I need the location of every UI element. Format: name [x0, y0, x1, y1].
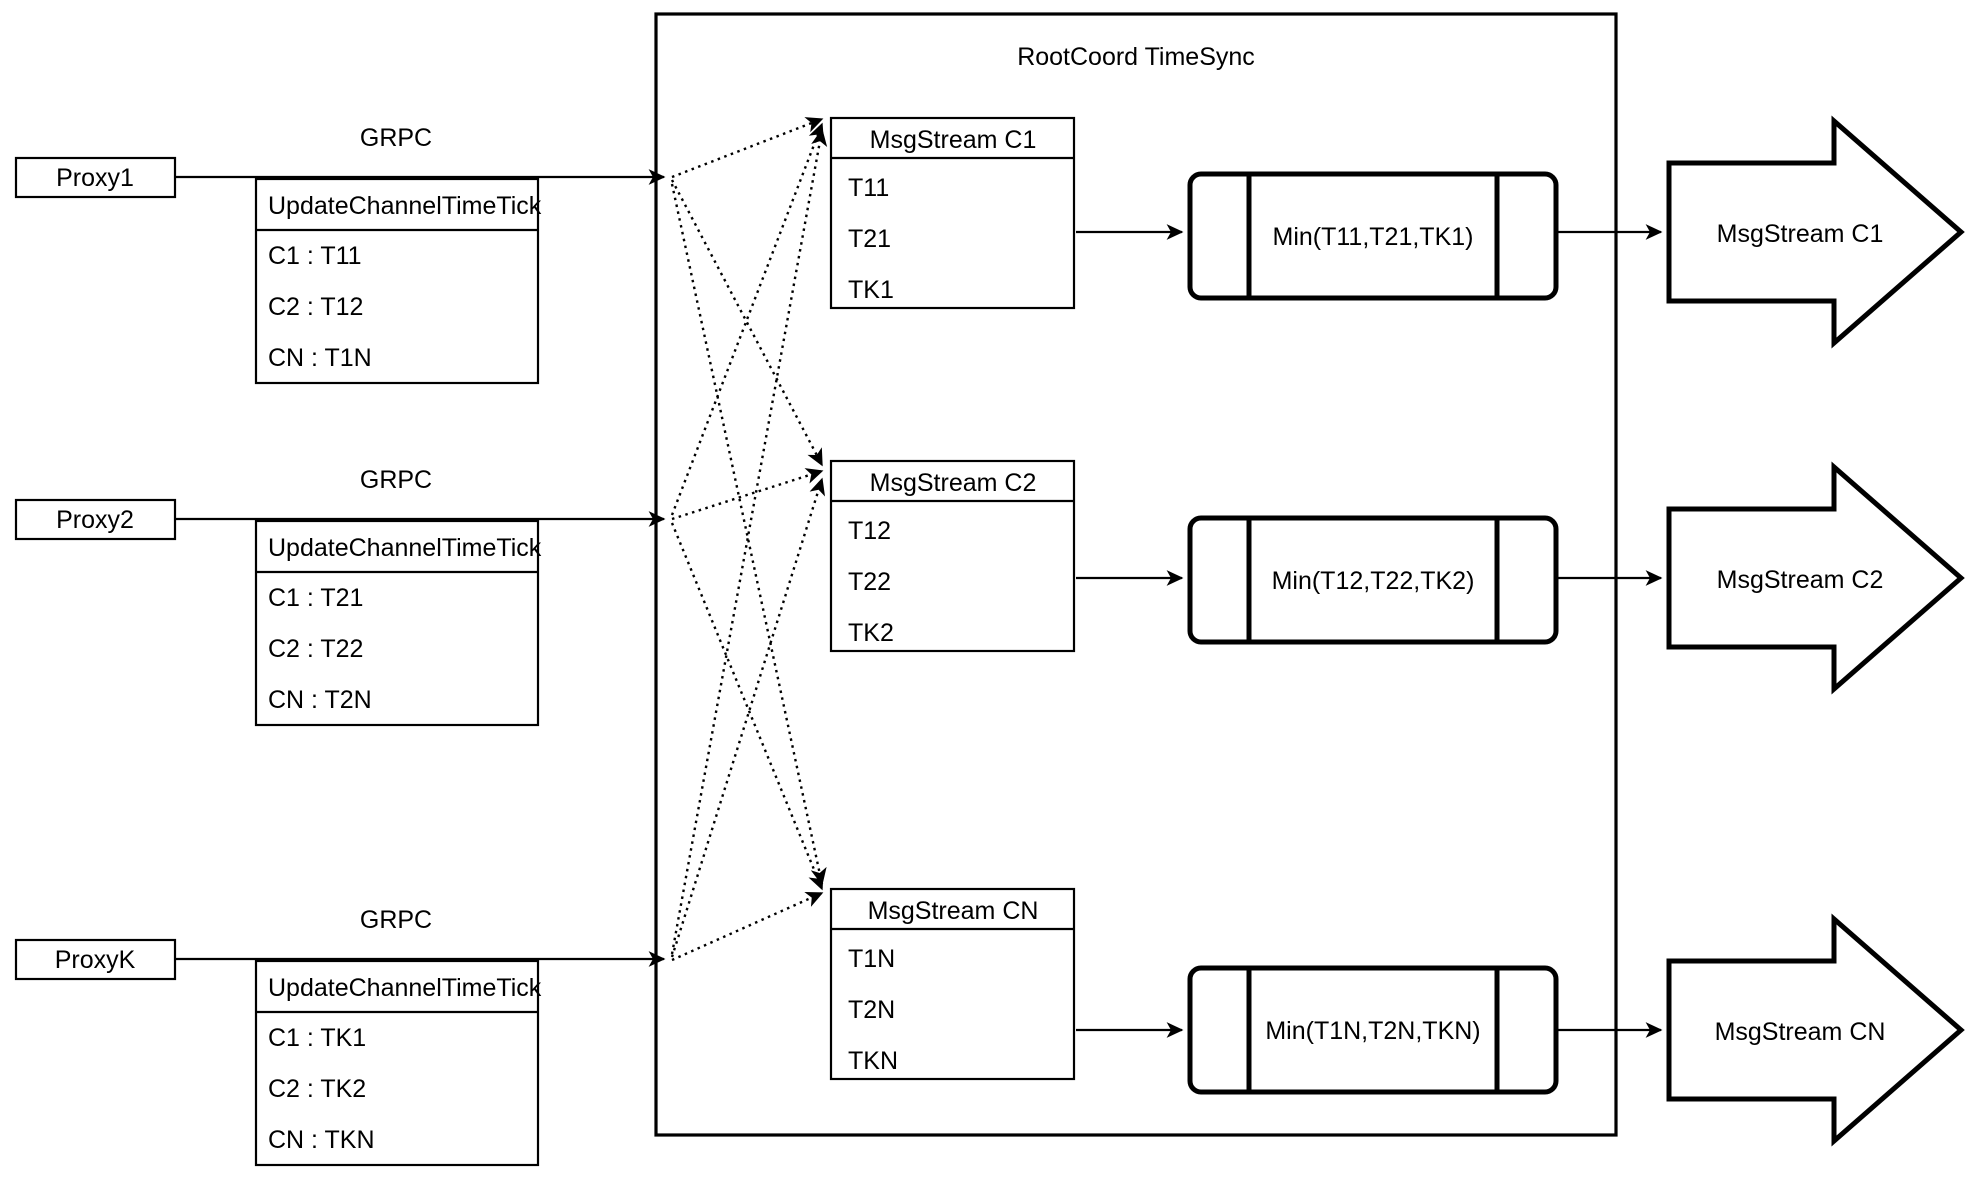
- channel-row-2: MsgStream C2 T12 T22 TK2 Min(T12,T22,TK2…: [829, 459, 1965, 695]
- rootcoord-container-label: RootCoord TimeSync: [1017, 43, 1255, 71]
- dispatch-p2-cn: [670, 522, 824, 891]
- msgstream-c2-row-1: T22: [848, 568, 891, 596]
- output-c2-arrow-shape: [1666, 461, 1965, 695]
- min-c1-process: Min(T11,T21,TK1): [1187, 171, 1559, 301]
- proxy1-box[interactable]: [14, 156, 177, 199]
- proxyk-table-outline: [254, 959, 540, 1167]
- min-c1-label: Min(T11,T21,TK1): [1273, 223, 1474, 251]
- msgstream-c1-row-2: TK1: [848, 276, 894, 304]
- proxyk-table-header: UpdateChannelTimeTick: [268, 974, 542, 1002]
- min-c2-process: Min(T12,T22,TK2): [1187, 515, 1559, 645]
- channel-row-1: MsgStream C1 T11 T21 TK1 Min(T11,T21,TK1…: [829, 115, 1965, 349]
- proxy2-timetick-table: UpdateChannelTimeTick C1 : T21 C2 : T22 …: [254, 519, 542, 727]
- msgstream-c1-table: MsgStream C1 T11 T21 TK1: [829, 116, 1076, 310]
- dispatch-p1-c2: [670, 179, 824, 467]
- rootcoord-timesync-container: RootCoord TimeSync: [654, 12, 1618, 1137]
- output-c1-arrow-shape: [1666, 115, 1965, 349]
- proxyk-table-row-1: C2 : TK2: [268, 1075, 366, 1103]
- proxy1-timetick-table: UpdateChannelTimeTick C1 : T11 C2 : T12 …: [254, 177, 542, 385]
- proxyk-table-row-0: C1 : TK1: [268, 1024, 366, 1052]
- proxyk-table-row-2: CN : TKN: [268, 1126, 375, 1154]
- msgstream-cn-table: MsgStream CN T1N T2N TKN: [829, 887, 1076, 1081]
- msgstream-c1-outline: [829, 116, 1076, 310]
- dispatch-p1-cn: [670, 183, 827, 886]
- min-c2-label: Min(T12,T22,TK2): [1272, 567, 1475, 595]
- msgstream-c2-outline: [829, 459, 1076, 653]
- grpc-label-2: GRPC: [360, 466, 432, 494]
- output-msgstream-cn-arrow: MsgStream CN: [1666, 913, 1965, 1147]
- proxyk-box[interactable]: [14, 938, 177, 981]
- proxy2-label: Proxy2: [56, 506, 134, 534]
- output-msgstream-c1-arrow: MsgStream C1: [1666, 115, 1965, 349]
- msgstream-c2-table: MsgStream C2 T12 T22 TK2: [829, 459, 1076, 653]
- proxy-group-1: Proxy1 GRPC UpdateChannelTimeTick C1 : T…: [14, 124, 666, 385]
- msgstream-cn-row-0: T1N: [848, 945, 895, 973]
- proxy1-table-outline: [254, 177, 540, 385]
- msgstream-cn-outline: [829, 887, 1076, 1081]
- proxy1-label: Proxy1: [56, 164, 134, 192]
- msgstream-cn-row-2: TKN: [848, 1047, 898, 1075]
- min-c2-box: [1187, 515, 1559, 645]
- output-cn-arrow-shape: [1666, 913, 1965, 1147]
- dispatch-p2-c1: [670, 122, 824, 516]
- dispatch-p2-c2: [671, 468, 824, 521]
- dispatch-pk-cn: [671, 891, 824, 962]
- proxy2-table-header: UpdateChannelTimeTick: [268, 534, 542, 562]
- msgstream-cn-header: MsgStream CN: [868, 897, 1039, 925]
- dispatch-pk-c2: [670, 477, 826, 958]
- msgstream-c1-row-1: T21: [848, 225, 891, 253]
- msgstream-c1-row-0: T11: [848, 174, 889, 202]
- min-cn-box: [1187, 965, 1559, 1095]
- msgstream-c1-header: MsgStream C1: [870, 126, 1037, 154]
- proxy2-table-row-2: CN : T2N: [268, 686, 372, 714]
- proxyk-label: ProxyK: [55, 946, 136, 974]
- proxy-group-3: ProxyK GRPC UpdateChannelTimeTick C1 : T…: [14, 906, 666, 1167]
- proxy2-table-row-1: C2 : T22: [268, 635, 363, 663]
- proxy2-table-outline: [254, 519, 540, 727]
- timetick-dispatch-connectors: [670, 117, 828, 962]
- msgstream-c2-row-2: TK2: [848, 619, 894, 647]
- msgstream-c2-row-0: T12: [848, 517, 891, 545]
- proxy2-table-row-0: C1 : T21: [268, 584, 363, 612]
- dispatch-pk-c1: [670, 128, 828, 955]
- grpc-label-1: GRPC: [360, 124, 432, 152]
- min-cn-label: Min(T1N,T2N,TKN): [1265, 1017, 1480, 1045]
- grpc-label-3: GRPC: [360, 906, 432, 934]
- proxy1-table-header: UpdateChannelTimeTick: [268, 192, 542, 220]
- proxy1-table-row-0: C1 : T11: [268, 242, 362, 270]
- proxy2-box[interactable]: [14, 498, 177, 541]
- rootcoord-container-border: [654, 12, 1618, 1137]
- msgstream-cn-row-1: T2N: [848, 996, 895, 1024]
- output-cn-label: MsgStream CN: [1715, 1018, 1886, 1046]
- proxy-group-2: Proxy2 GRPC UpdateChannelTimeTick C1 : T…: [14, 466, 666, 727]
- proxyk-timetick-table: UpdateChannelTimeTick C1 : TK1 C2 : TK2 …: [254, 959, 542, 1167]
- output-c1-label: MsgStream C1: [1717, 220, 1884, 248]
- min-cn-process: Min(T1N,T2N,TKN): [1187, 965, 1559, 1095]
- proxy1-table-row-1: C2 : T12: [268, 293, 363, 321]
- min-c1-box: [1187, 171, 1559, 301]
- dispatch-p1-c1: [671, 117, 824, 179]
- output-c2-label: MsgStream C2: [1717, 566, 1884, 594]
- proxy1-table-row-2: CN : T1N: [268, 344, 372, 372]
- msgstream-c2-header: MsgStream C2: [870, 469, 1037, 497]
- output-msgstream-c2-arrow: MsgStream C2: [1666, 461, 1965, 695]
- channel-row-3: MsgStream CN T1N T2N TKN Min(T1N,T2N,TKN…: [829, 887, 1965, 1147]
